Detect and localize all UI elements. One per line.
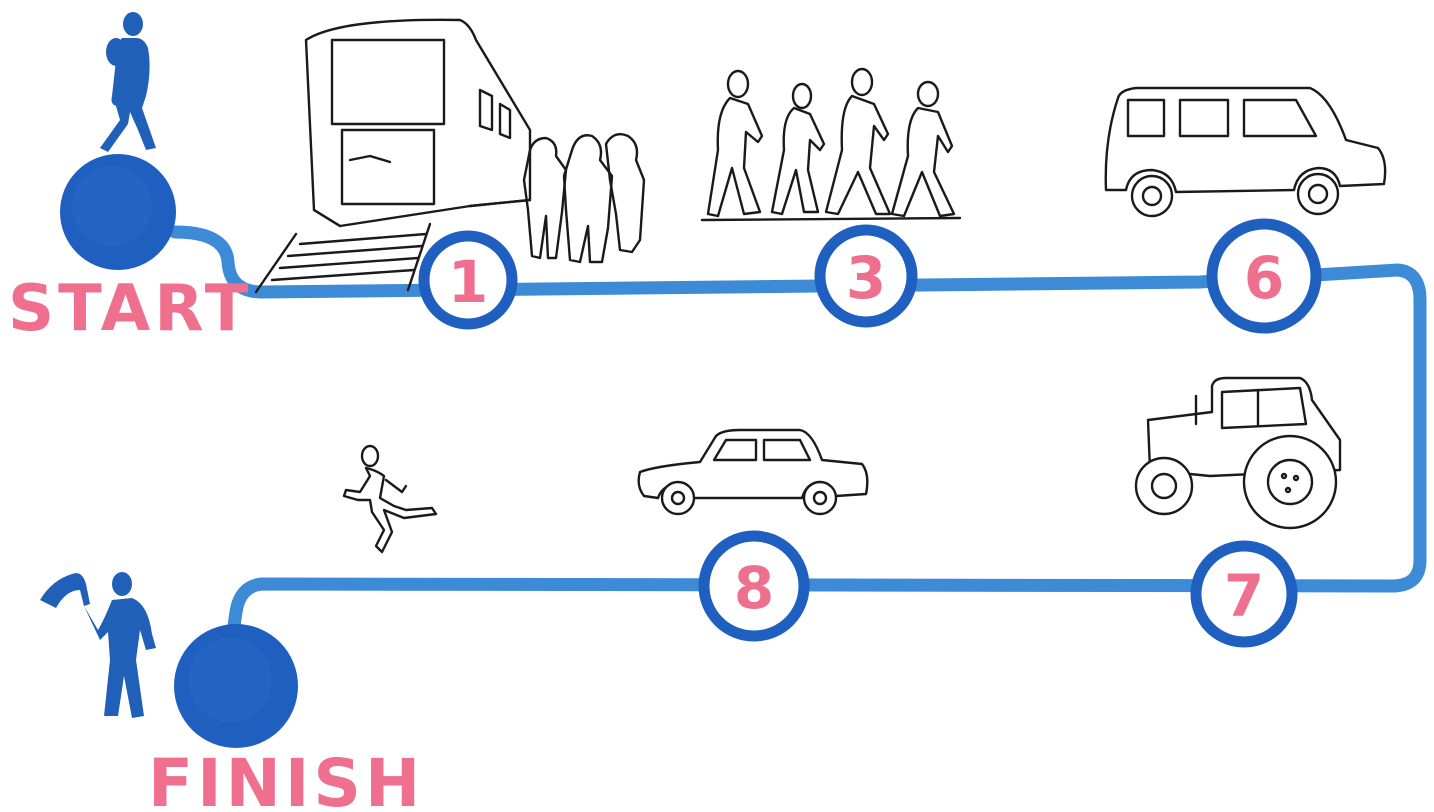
train-icon — [254, 18, 646, 294]
suv-icon — [1104, 86, 1387, 218]
start-endpoint-texture — [72, 166, 152, 246]
tractor-icon — [1134, 376, 1342, 530]
stop-6: 6 — [1206, 218, 1322, 334]
stop-1: 1 — [418, 230, 518, 330]
stop-6-number: 6 — [1244, 244, 1284, 312]
sedan-icon — [637, 428, 869, 516]
stop-8-number: 8 — [734, 554, 774, 622]
stop-7: 7 — [1190, 540, 1298, 648]
walking-group-icon — [700, 67, 962, 222]
stop-1-number: 1 — [448, 248, 488, 316]
stop-3-number: 3 — [846, 244, 886, 312]
stop-7-number: 7 — [1224, 562, 1264, 630]
stop-3: 3 — [814, 224, 918, 328]
start-label: START — [8, 272, 252, 346]
waving-person-icon — [40, 572, 156, 718]
running-person-icon — [342, 444, 438, 554]
finish-label: FINISH — [148, 745, 424, 812]
stop-8: 8 — [698, 530, 810, 642]
route-line — [168, 225, 1427, 647]
walking-person-icon — [100, 12, 156, 152]
finish-endpoint-texture — [188, 638, 272, 722]
